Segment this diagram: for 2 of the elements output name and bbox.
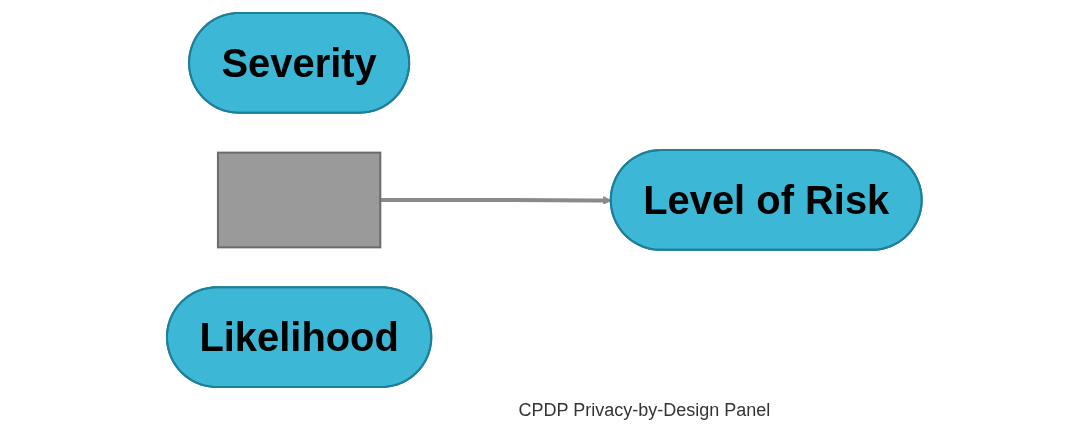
caption: CPDP Privacy-by-Design Panel	[517, 400, 772, 421]
node-plus	[217, 151, 382, 249]
